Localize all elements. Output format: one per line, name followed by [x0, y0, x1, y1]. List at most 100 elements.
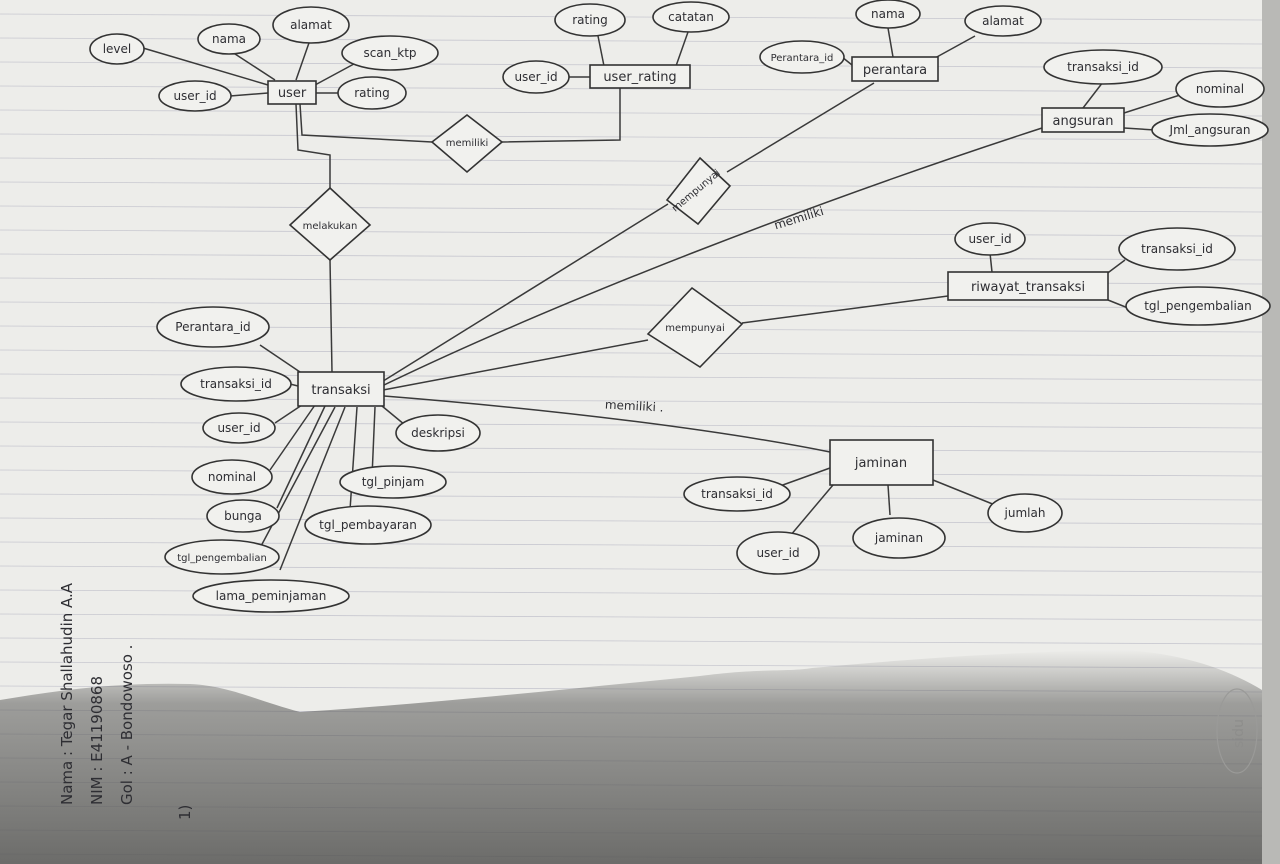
ruled-line: [0, 253, 1263, 261]
attr-transaksi-user-id: user_id: [202, 412, 276, 444]
svg-text:Perantara_id: Perantara_id: [771, 53, 834, 64]
svg-text:bunga: bunga: [224, 509, 262, 523]
attr-user-rating-user-id: user_id: [502, 60, 570, 94]
ruled-line: [0, 613, 1263, 621]
ruled-line: [0, 205, 1263, 213]
svg-text:scan_ktp: scan_ktp: [363, 46, 416, 60]
svg-text:nominal: nominal: [1196, 82, 1244, 96]
attr-transaksi-tgl-pembayaran: tgl_pembayaran: [304, 505, 432, 545]
entity-jaminan: jaminan: [829, 439, 934, 486]
entity-label: perantara: [863, 63, 927, 78]
attr-perantara-alamat: alamat: [964, 5, 1042, 37]
svg-text:tgl_pengembalian: tgl_pengembalian: [1144, 299, 1252, 313]
relationship-label: melakukan: [303, 221, 358, 232]
svg-text:Perantara_id: Perantara_id: [175, 320, 250, 334]
attr-user-nama: nama: [197, 23, 261, 55]
svg-text:tgl_pembayaran: tgl_pembayaran: [319, 518, 417, 532]
ruled-line: [0, 181, 1263, 189]
ruled-line: [0, 157, 1263, 165]
relationship-memiliki-rating: memiliki: [430, 113, 504, 174]
svg-text:jaminan: jaminan: [874, 531, 923, 545]
attr-transaksi-perantara-id: Perantara_id: [156, 306, 270, 348]
svg-text:rating: rating: [572, 13, 608, 27]
attr-riwayat-tgl-pengembalian: tgl_pengembalian: [1125, 286, 1271, 326]
attr-user-scan-ktp: scan_ktp: [341, 35, 439, 71]
student-note: Nama : Tegar Shallahudin A.A NIM : E4119…: [58, 582, 194, 820]
attr-angsuran-nominal: nominal: [1175, 70, 1265, 108]
note-number: 1): [176, 805, 194, 820]
attr-perantara-perantara-id: Perantara_id: [759, 40, 845, 74]
attr-transaksi-deskripsi: deskripsi: [395, 414, 481, 452]
attr-user-rating-rating: rating: [554, 3, 626, 37]
svg-text:nama: nama: [871, 7, 905, 21]
entity-user-rating: user_rating: [589, 64, 691, 89]
attr-user-rating-catatan: catatan: [652, 1, 730, 33]
attr-perantara-nama: nama: [855, 0, 921, 29]
entity-user: user: [267, 80, 317, 105]
connector-lines: [142, 27, 1181, 571]
note-nim: NIM : E41190868: [88, 676, 106, 805]
entity-label: angsuran: [1052, 114, 1113, 129]
attr-transaksi-lama-peminjaman: lama_peminjaman: [192, 579, 350, 613]
svg-text:tgl_pengembalian: tgl_pengembalian: [177, 553, 267, 564]
attr-transaksi-bunga: bunga: [206, 499, 280, 533]
attr-jaminan-user-id: user_id: [736, 531, 820, 575]
entity-label: jaminan: [854, 456, 907, 471]
svg-text:transaksi_id: transaksi_id: [1141, 242, 1213, 256]
ruled-line: [0, 349, 1263, 357]
hand-shadow: [0, 650, 1262, 864]
svg-text:user_id: user_id: [173, 89, 216, 103]
entity-label: transaksi: [311, 383, 370, 398]
attr-user-user-id: user_id: [158, 80, 232, 112]
ruled-line: [0, 13, 1263, 21]
entity-label: riwayat_transaksi: [971, 280, 1085, 295]
relationship-label: memiliki: [446, 138, 489, 149]
attr-jaminan-jaminan: jaminan: [852, 517, 946, 559]
svg-text:transaksi_id: transaksi_id: [701, 487, 773, 501]
relationship-melakukan: melakukan: [288, 186, 372, 262]
attr-angsuran-transaksi-id: transaksi_id: [1043, 49, 1163, 85]
entity-label: user: [278, 86, 307, 101]
note-nama: Nama : Tegar Shallahudin A.A: [58, 582, 76, 805]
svg-text:rating: rating: [354, 86, 390, 100]
svg-text:level: level: [103, 42, 132, 56]
watermark-text: sidu: [1231, 719, 1247, 748]
attr-jaminan-jumlah: jumlah: [987, 493, 1063, 533]
svg-text:user_id: user_id: [756, 546, 799, 560]
svg-text:tgl_pinjam: tgl_pinjam: [362, 475, 425, 489]
svg-text:catatan: catatan: [668, 10, 714, 24]
paper-edge: [1262, 0, 1280, 864]
attr-jaminan-transaksi-id: transaksi_id: [683, 476, 791, 512]
svg-text:lama_peminjaman: lama_peminjaman: [216, 589, 327, 603]
attr-transaksi-tgl-pengembalian: tgl_pengembalian: [164, 539, 280, 575]
svg-text:alamat: alamat: [290, 18, 332, 32]
attr-transaksi-nominal: nominal: [191, 459, 273, 495]
attr-riwayat-user-id: user_id: [954, 222, 1026, 256]
relationship-label: mempunyai: [665, 323, 724, 334]
attr-user-alamat: alamat: [272, 6, 350, 44]
ruled-line: [0, 445, 1263, 453]
svg-text:jumlah: jumlah: [1004, 506, 1046, 520]
svg-text:transaksi_id: transaksi_id: [200, 377, 272, 391]
attr-transaksi-tgl-pinjam: tgl_pinjam: [339, 465, 447, 499]
note-gol: Gol : A - Bondowoso .: [118, 645, 136, 805]
attr-angsuran-jml-angsuran: Jml_angsuran: [1151, 113, 1269, 147]
ruled-line: [0, 301, 1263, 309]
entity-riwayat-transaksi: riwayat_transaksi: [947, 271, 1109, 301]
entity-perantara: perantara: [851, 56, 939, 82]
relationship-mempunyai-riwayat: mempunyai: [646, 286, 744, 369]
ruled-line: [0, 133, 1263, 141]
svg-text:user_id: user_id: [968, 232, 1011, 246]
svg-text:nominal: nominal: [208, 470, 256, 484]
svg-text:user_id: user_id: [217, 421, 260, 435]
svg-text:transaksi_id: transaksi_id: [1067, 60, 1139, 74]
ruled-line: [0, 229, 1263, 237]
attr-riwayat-transaksi-id: transaksi_id: [1118, 227, 1236, 271]
relationship-memiliki-jaminan: memiliki .: [605, 397, 664, 414]
attr-user-rating: rating: [337, 76, 407, 110]
ruled-line: [0, 637, 1263, 645]
sidu-logo-stamp: sidu: [1216, 688, 1258, 774]
svg-text:nama: nama: [212, 32, 246, 46]
svg-text:Jml_angsuran: Jml_angsuran: [1169, 123, 1251, 137]
